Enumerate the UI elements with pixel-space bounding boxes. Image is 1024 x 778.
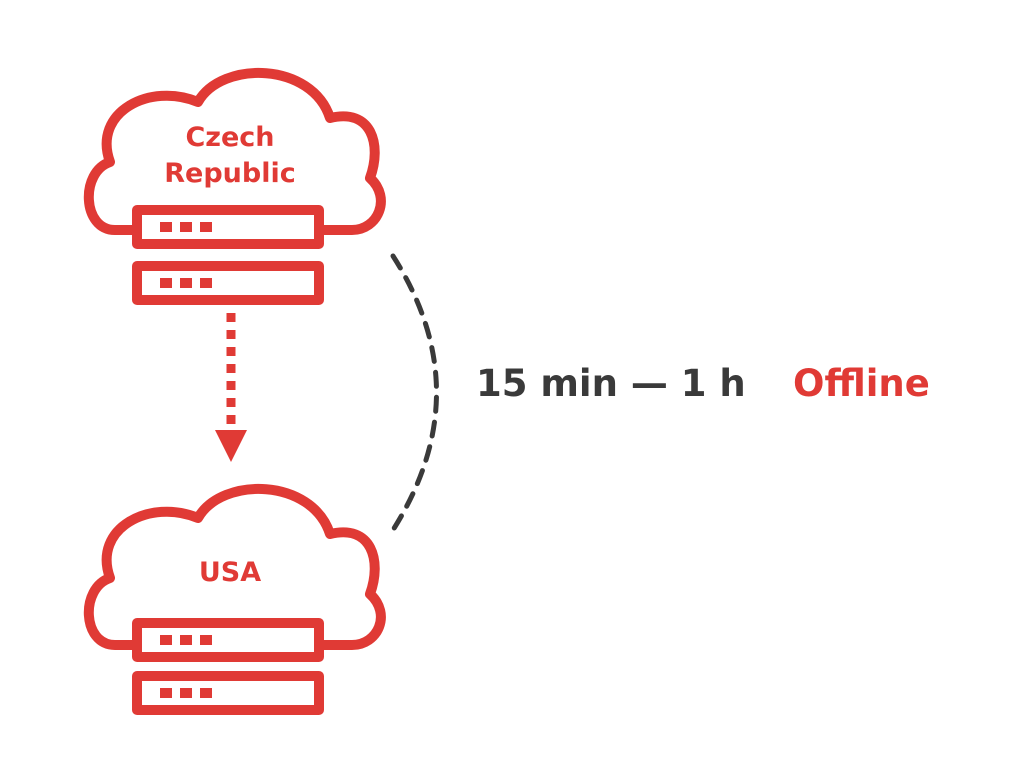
arrow-down-icon [215,313,247,462]
server-unit [132,261,324,305]
target-region-label: USA [198,557,262,588]
server-lights [160,635,212,698]
source-region-line2: Republic [164,158,296,189]
source-region-label: Czech Republic [130,120,330,192]
server-unit [132,618,324,662]
cloud-server-icon [83,67,386,305]
dashed-arc [390,253,439,533]
cloud-outline [83,67,386,235]
server-unit [132,205,324,249]
server-lights [160,222,212,288]
cloud-outline [83,483,386,650]
sync-status-text: Offline [793,362,930,405]
server-unit [132,671,324,715]
cloud-server-icon [83,483,386,715]
sync-interval-text: 15 min — 1 h [476,362,746,405]
source-region-line1: Czech [185,122,275,153]
